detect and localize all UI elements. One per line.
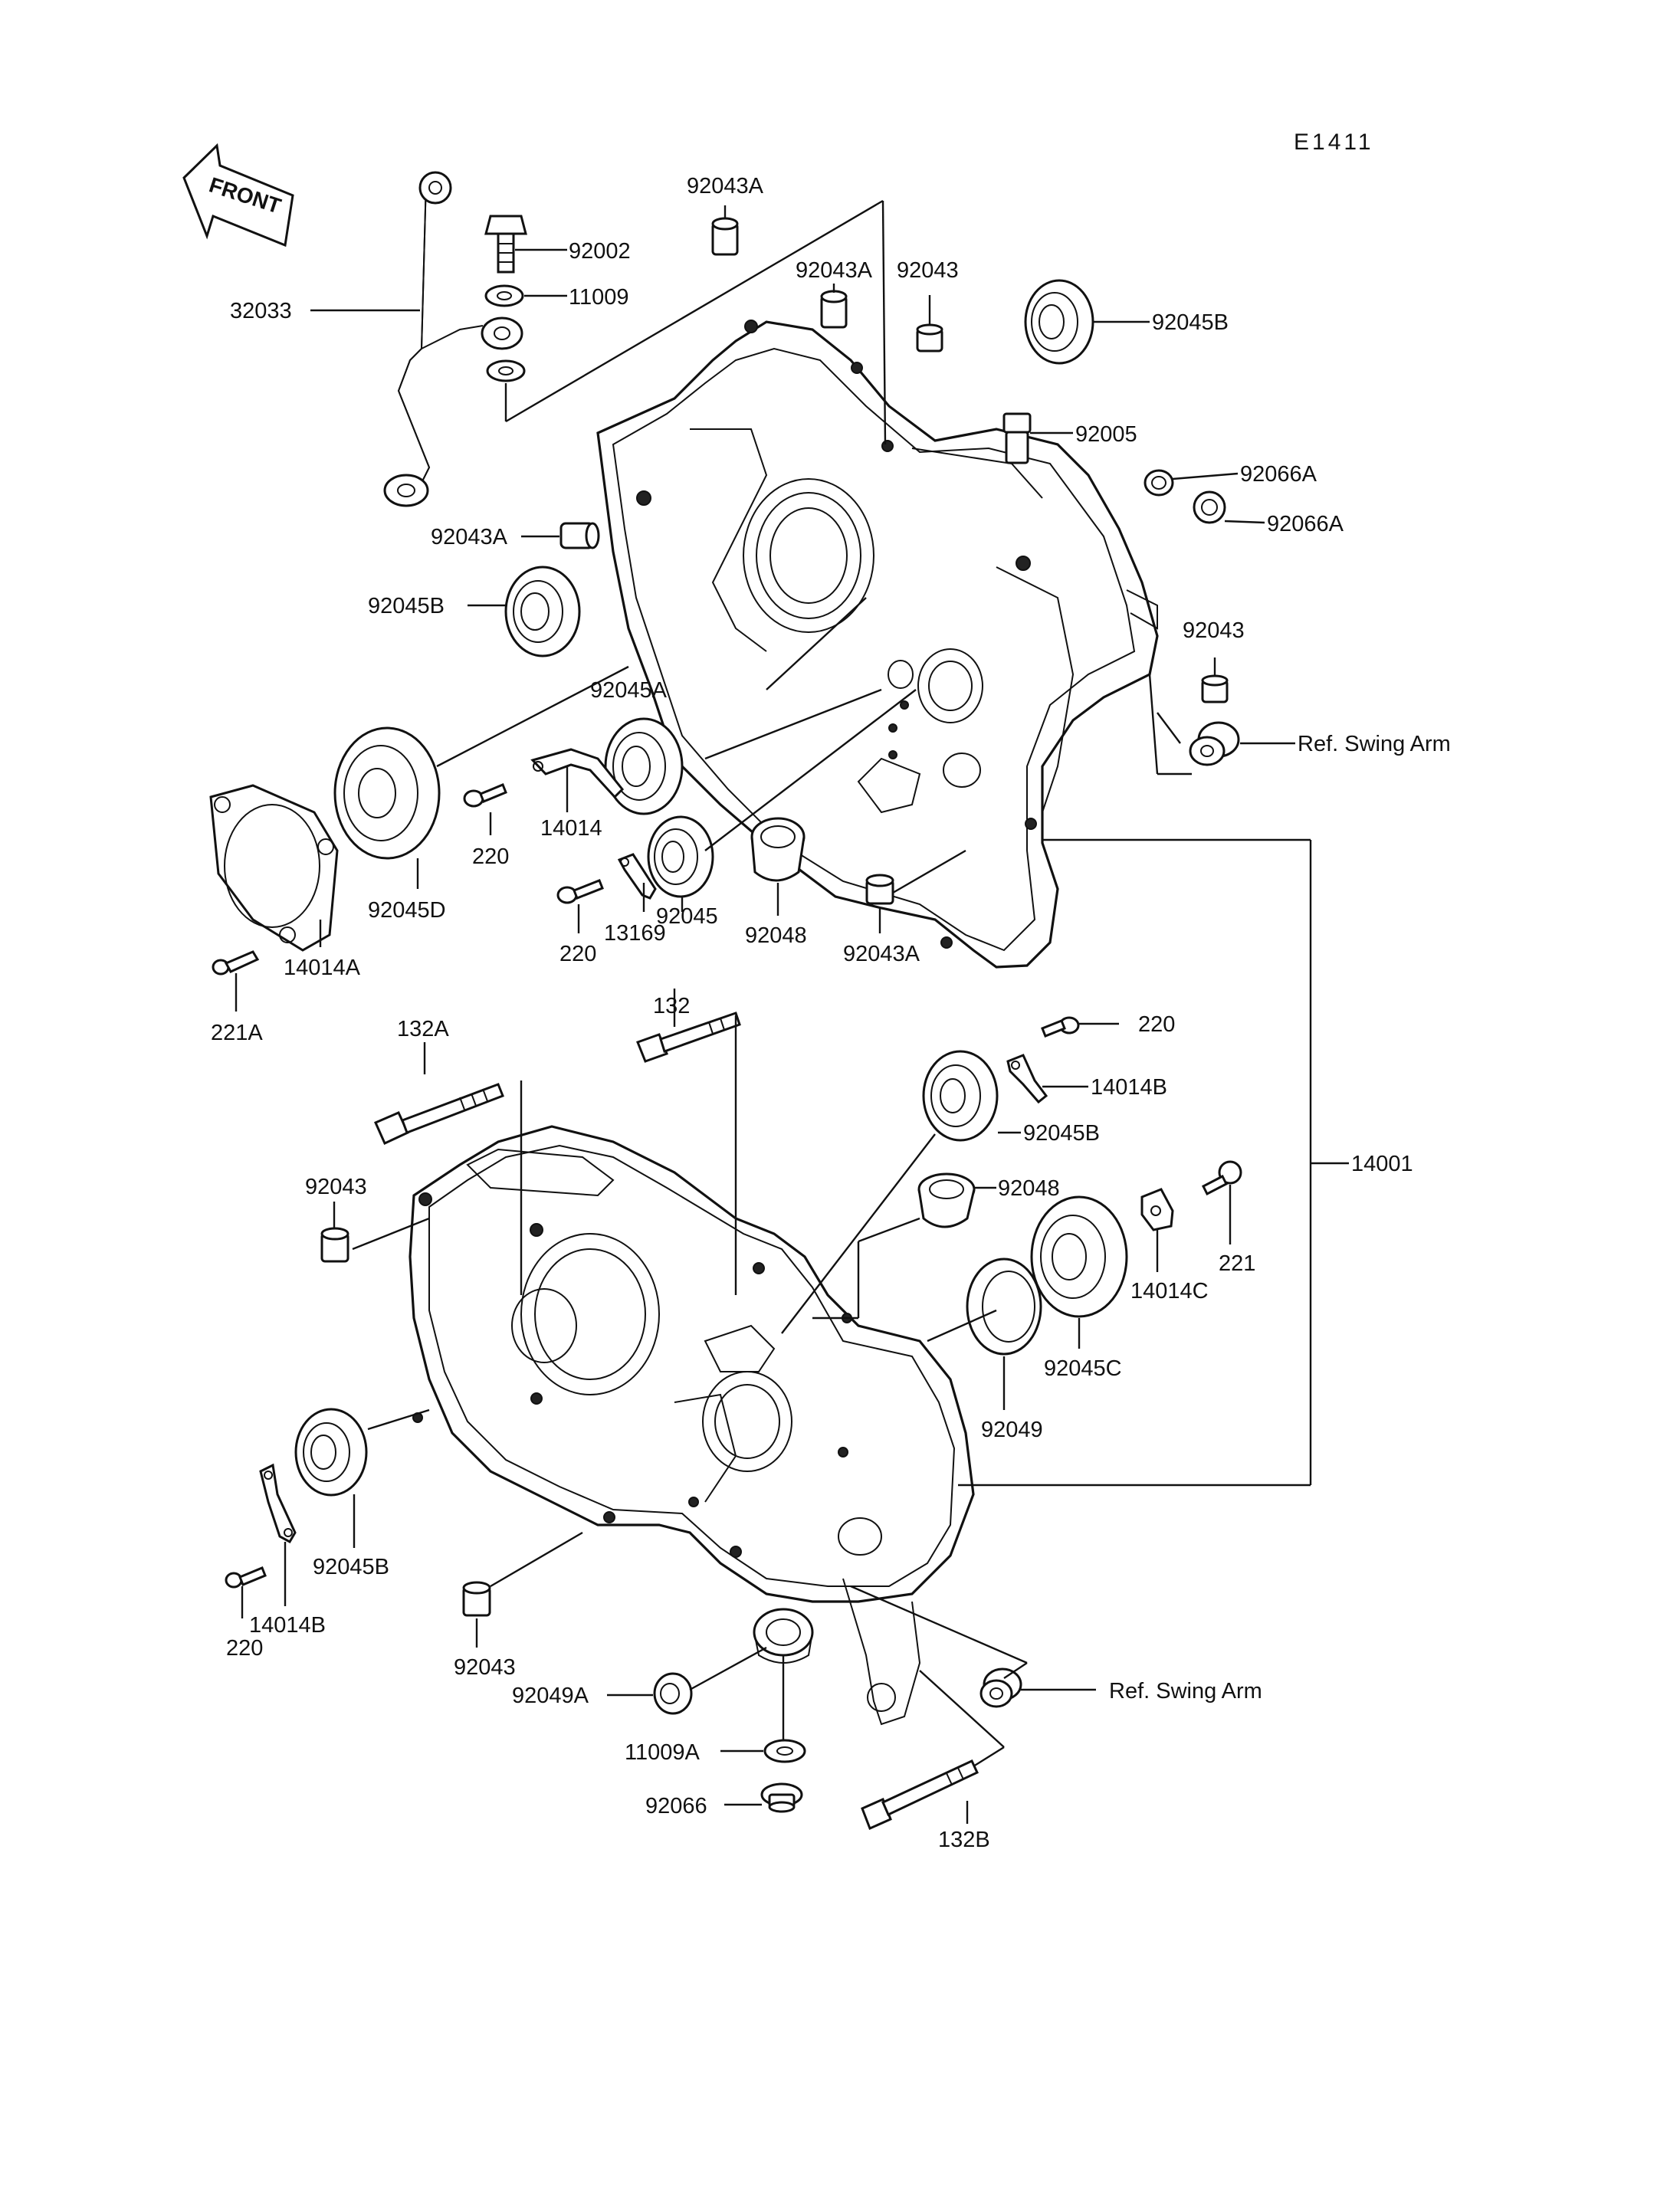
dowel-92043A-top: [711, 217, 739, 256]
bolt-92002: [484, 215, 527, 274]
plate-14014C: [1140, 1188, 1174, 1231]
screw-221A: [212, 950, 260, 976]
label-14001: 14001: [1351, 1152, 1413, 1176]
label-221: 221: [1219, 1251, 1255, 1276]
part-labels: 32033 92002 11009 92043A 92043A 92043 92…: [211, 174, 1451, 1852]
label-92049: 92049: [981, 1418, 1043, 1442]
screw-220-c: [1041, 1016, 1080, 1038]
label-11009A: 11009A: [625, 1740, 700, 1765]
pivot-boss: [753, 1608, 814, 1664]
dowel-92043A-left: [559, 522, 600, 549]
screw-221: [1201, 1160, 1242, 1196]
label-92045D: 92045D: [368, 898, 446, 923]
dowel-92043A-bottom: [865, 874, 894, 905]
left-crankcase-half: [409, 1125, 975, 1726]
washer-11009: [484, 284, 524, 307]
label-92045C: 92045C: [1044, 1356, 1122, 1381]
seal-92066A-1: [1144, 469, 1174, 497]
label-11009: 11009: [569, 285, 629, 310]
seal-92066A-2: [1193, 490, 1226, 524]
oil-pipe-32033: [383, 171, 523, 507]
bearing-92045B-left: [504, 566, 581, 657]
label-92043-bottom: 92043: [454, 1655, 516, 1680]
plate-14014B-right: [1006, 1054, 1048, 1104]
label-92048-bottom: 92048: [998, 1176, 1060, 1201]
label-92043-right: 92043: [1183, 618, 1245, 643]
label-92045B-bottom-left: 92045B: [313, 1555, 389, 1579]
label-92005: 92005: [1075, 422, 1137, 447]
bearing-92045A: [604, 717, 684, 815]
diagram-code: E1411: [1294, 130, 1374, 155]
seal-92049: [966, 1258, 1042, 1356]
bolt-132B: [861, 1759, 979, 1831]
label-92045B-top-right: 92045B: [1152, 310, 1229, 335]
label-92048-top: 92048: [745, 923, 807, 948]
screw-220-d: [225, 1566, 267, 1589]
label-13169: 13169: [604, 921, 666, 946]
label-220-d: 220: [226, 1636, 263, 1661]
label-220-c: 220: [1138, 1012, 1175, 1037]
plug-92066: [760, 1782, 803, 1813]
bearing-92045B-top-right: [1024, 279, 1094, 365]
front-arrow-icon: FRONT: [182, 143, 294, 248]
label-132A: 132A: [397, 1017, 449, 1041]
plate-14014: [530, 748, 625, 799]
dowel-92043-left: [320, 1227, 349, 1263]
label-92066A-2: 92066A: [1267, 512, 1344, 536]
label-92045: 92045: [656, 904, 718, 929]
plate-14014B-bottom-left: [259, 1463, 297, 1544]
label-92045B-left: 92045B: [368, 594, 445, 618]
bearing-92045D: [333, 726, 441, 860]
bearing-92045: [647, 815, 714, 898]
bearing-92045B-right: [922, 1050, 999, 1142]
label-221A: 221A: [211, 1021, 263, 1045]
label-14014B-bottom-left: 14014B: [249, 1613, 326, 1638]
dowel-92043-right: [1201, 674, 1229, 703]
leader-lines: [235, 199, 1349, 1824]
label-132: 132: [653, 994, 690, 1018]
bearing-92045C: [1030, 1195, 1128, 1318]
label-92043-top: 92043: [897, 258, 959, 283]
label-92043A-bottom: 92043A: [843, 942, 920, 966]
label-ref-swing-arm-bottom: Ref. Swing Arm: [1109, 1679, 1262, 1703]
screw-220-b: [556, 879, 604, 904]
washer-11009-lower: [486, 359, 526, 382]
swing-arm-collar-bottom: [979, 1667, 1022, 1708]
washer-11009A: [763, 1739, 806, 1763]
plate-13169: [617, 853, 657, 900]
label-92043-left: 92043: [305, 1175, 367, 1199]
dowel-92043-bottom: [462, 1581, 491, 1617]
dowel-92043-top: [916, 323, 943, 353]
label-14014A: 14014A: [284, 956, 361, 980]
collar-92049A: [653, 1672, 693, 1715]
label-ref-swing-arm-top: Ref. Swing Arm: [1298, 732, 1451, 756]
label-92002: 92002: [569, 239, 631, 264]
dowel-92043A-mid: [820, 290, 848, 329]
cover-plate-14014A: [209, 784, 339, 952]
label-14014C: 14014C: [1130, 1279, 1209, 1303]
label-32033: 32033: [230, 299, 292, 323]
label-14014B-right: 14014B: [1091, 1075, 1167, 1100]
label-220-b: 220: [559, 942, 596, 966]
label-14014: 14014: [540, 816, 602, 841]
label-92043A-left: 92043A: [431, 525, 508, 549]
label-92043A-top: 92043A: [687, 174, 764, 198]
label-92043A-mid: 92043A: [796, 258, 873, 283]
label-92066: 92066: [645, 1794, 707, 1818]
sleeve-92048-bottom: [917, 1172, 976, 1228]
label-92049A: 92049A: [512, 1684, 589, 1708]
sleeve-92048-top: [750, 817, 806, 882]
label-92045B-right: 92045B: [1023, 1121, 1100, 1146]
screw-220-a: [463, 783, 507, 808]
swing-arm-collar-top: [1189, 721, 1240, 766]
bolt-132A: [374, 1083, 504, 1146]
plug-92005: [1002, 412, 1032, 464]
label-220-a: 220: [472, 844, 509, 869]
label-92066A-1: 92066A: [1240, 462, 1317, 487]
label-132B: 132B: [938, 1828, 990, 1852]
bolt-132: [636, 1012, 741, 1063]
label-92045A: 92045A: [590, 678, 668, 703]
bearing-92045B-bottom-left: [294, 1408, 368, 1497]
